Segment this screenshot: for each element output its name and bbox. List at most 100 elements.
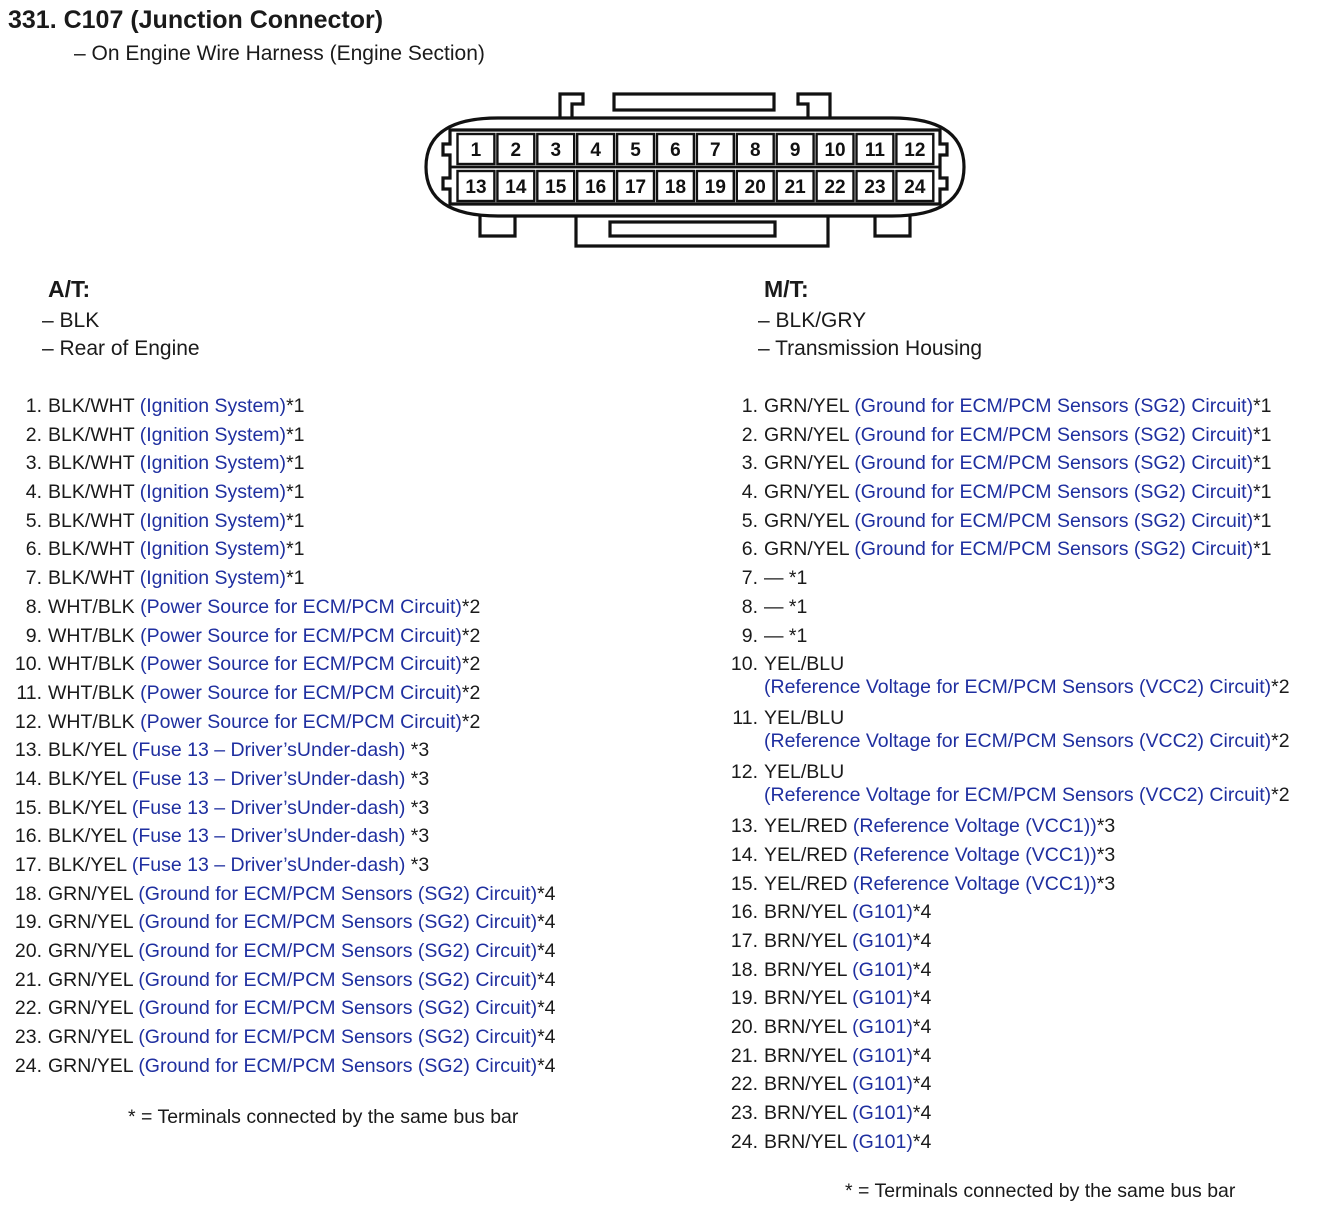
pin-row: 14.BLK/YEL (Fuse 13 – Driver’sUnder-dash… xyxy=(15,765,556,794)
bus-bar-note: *2 xyxy=(1271,729,1290,752)
bus-bar-note: *1 xyxy=(286,538,305,561)
bus-bar-note: *1 xyxy=(788,624,808,647)
pin-number: 20. xyxy=(14,940,42,963)
pin-number: 2. xyxy=(741,423,758,446)
connector-pin-cell xyxy=(536,169,576,203)
circuit-description: (Reference Voltage for ECM/PCM Sensors (… xyxy=(764,675,1272,698)
wire-color: YEL/BLU xyxy=(764,653,845,676)
connector-pin-cell xyxy=(735,169,775,203)
wire-color: BRN/YEL xyxy=(764,1044,847,1067)
circuit-description: (Reference Voltage for ECM/PCM Sensors (… xyxy=(764,729,1272,752)
circuit-description: (Ignition System) xyxy=(139,452,287,475)
connector-pin-cell xyxy=(575,132,616,166)
connector-pin-cell xyxy=(855,169,895,203)
pin-number: 16. xyxy=(14,825,42,848)
circuit-description: (Ground for ECM/PCM Sensors (SG2) Circui… xyxy=(854,509,1254,532)
pin-number: 3. xyxy=(25,452,42,475)
connector-pin-number: 12 xyxy=(904,140,925,161)
pin-number: 18. xyxy=(730,958,758,981)
circuit-description: (Fuse 13 – Driver’sUnder-dash) xyxy=(131,796,406,819)
pin-row: 6.GRN/YEL (Ground for ECM/PCM Sensors (S… xyxy=(742,535,1290,564)
bus-bar-note: *2 xyxy=(1271,675,1290,698)
pin-row: 21.GRN/YEL (Ground for ECM/PCM Sensors (… xyxy=(15,966,556,995)
bus-bar-note: *4 xyxy=(912,1102,932,1125)
pin-number: 3. xyxy=(741,452,758,475)
circuit-description: (Reference Voltage (VCC1)) xyxy=(852,872,1097,895)
circuit-description: (Fuse 13 – Driver’sUnder-dash) xyxy=(131,825,406,848)
connector-pin-cell xyxy=(775,169,815,203)
at-location: – Rear of Engine xyxy=(42,337,200,360)
pin-row: 22.BRN/YEL (G101)*4 xyxy=(731,1070,1290,1099)
pin-number: 24. xyxy=(14,1054,42,1077)
pin-row: 14.YEL/RED (Reference Voltage (VCC1))*3 xyxy=(731,841,1290,870)
connector-pin-number: 11 xyxy=(865,140,886,161)
pin-row: 12.WHT/BLK (Power Source for ECM/PCM Cir… xyxy=(15,708,556,737)
mt-heading: M/T: xyxy=(764,276,809,302)
pin-number: 22. xyxy=(14,997,42,1020)
pin-number: 4. xyxy=(25,481,42,504)
bus-bar-note: *1 xyxy=(1253,509,1272,532)
circuit-description: (Reference Voltage for ECM/PCM Sensors (… xyxy=(764,783,1272,806)
circuit-description: (Ignition System) xyxy=(139,423,287,446)
connector-pin-number: 10 xyxy=(824,140,845,161)
circuit-description: (Power Source for ECM/PCM Circuit) xyxy=(140,681,462,704)
bus-bar-note: *4 xyxy=(912,929,932,952)
pin-number: 18. xyxy=(14,882,42,905)
wire-color: BLK/WHT xyxy=(48,452,135,475)
wire-color: WHT/BLK xyxy=(48,710,135,733)
connector-pin-number: 6 xyxy=(670,140,681,161)
circuit-description: (Ignition System) xyxy=(139,481,287,504)
connector-pin-number: 16 xyxy=(585,177,606,198)
connector-tab-bottom-left xyxy=(478,214,517,238)
circuit-description: (Ignition System) xyxy=(139,509,287,532)
pin-row: 20.GRN/YEL (Ground for ECM/PCM Sensors (… xyxy=(15,937,556,966)
pin-row: 9.— *1 xyxy=(742,622,1290,651)
wire-color: GRN/YEL xyxy=(48,997,133,1020)
wire-color: WHT/BLK xyxy=(48,653,135,676)
wire-color: BLK/YEL xyxy=(48,739,127,762)
wire-color: BLK/WHT xyxy=(48,423,135,446)
at-connector-color: – BLK xyxy=(42,309,100,332)
bus-bar-note: *4 xyxy=(537,911,556,934)
pin-number: 11. xyxy=(16,681,42,704)
wire-color: GRN/YEL xyxy=(764,509,849,532)
bus-bar-note: *3 xyxy=(1096,872,1116,895)
bus-bar-note: *4 xyxy=(537,1026,556,1049)
bus-bar-note: *4 xyxy=(537,1054,556,1077)
wire-color: WHT/BLK xyxy=(48,681,135,704)
pin-row: 1.GRN/YEL (Ground for ECM/PCM Sensors (S… xyxy=(742,392,1290,421)
pin-number: 21. xyxy=(730,1044,758,1067)
connector-latch-top-right xyxy=(796,92,832,118)
pin-number: 7. xyxy=(25,567,42,590)
bus-bar-note: *1 xyxy=(1253,423,1272,446)
circuit-description: (Ground for ECM/PCM Sensors (SG2) Circui… xyxy=(854,423,1254,446)
wire-color: GRN/YEL xyxy=(764,481,849,504)
circuit-description: (Ground for ECM/PCM Sensors (SG2) Circui… xyxy=(138,1054,538,1077)
pin-row: 18.GRN/YEL (Ground for ECM/PCM Sensors (… xyxy=(15,880,556,909)
connector-pin-cell xyxy=(655,132,696,166)
circuit-description: (G101) xyxy=(852,987,913,1010)
pin-row: 1.BLK/WHT (Ignition System)*1 xyxy=(26,392,556,421)
at-heading: A/T: xyxy=(48,276,91,302)
wire-color: BRN/YEL xyxy=(764,987,847,1010)
bus-bar-note: *3 xyxy=(1096,815,1116,838)
connector-latch-top-left xyxy=(558,92,585,118)
pin-number: 6. xyxy=(25,538,42,561)
wire-color: BLK/WHT xyxy=(48,395,135,417)
wire-color: GRN/YEL xyxy=(48,1026,133,1049)
wire-color: — xyxy=(764,595,784,618)
wire-color: BLK/YEL xyxy=(48,767,127,790)
bus-bar-note: *1 xyxy=(286,395,305,417)
pin-number: 20. xyxy=(730,1016,758,1038)
connector-pin-cell xyxy=(775,132,815,166)
bus-bar-note: *2 xyxy=(461,595,481,618)
circuit-description: (Power Source for ECM/PCM Circuit) xyxy=(140,653,462,676)
wire-color: GRN/YEL xyxy=(764,452,849,475)
pin-number: 5. xyxy=(25,509,42,532)
circuit-description: (Ground for ECM/PCM Sensors (SG2) Circui… xyxy=(138,882,538,905)
bus-bar-note: *3 xyxy=(405,825,430,848)
circuit-description: (Ground for ECM/PCM Sensors (SG2) Circui… xyxy=(138,997,538,1020)
pin-number: 14. xyxy=(730,843,758,866)
